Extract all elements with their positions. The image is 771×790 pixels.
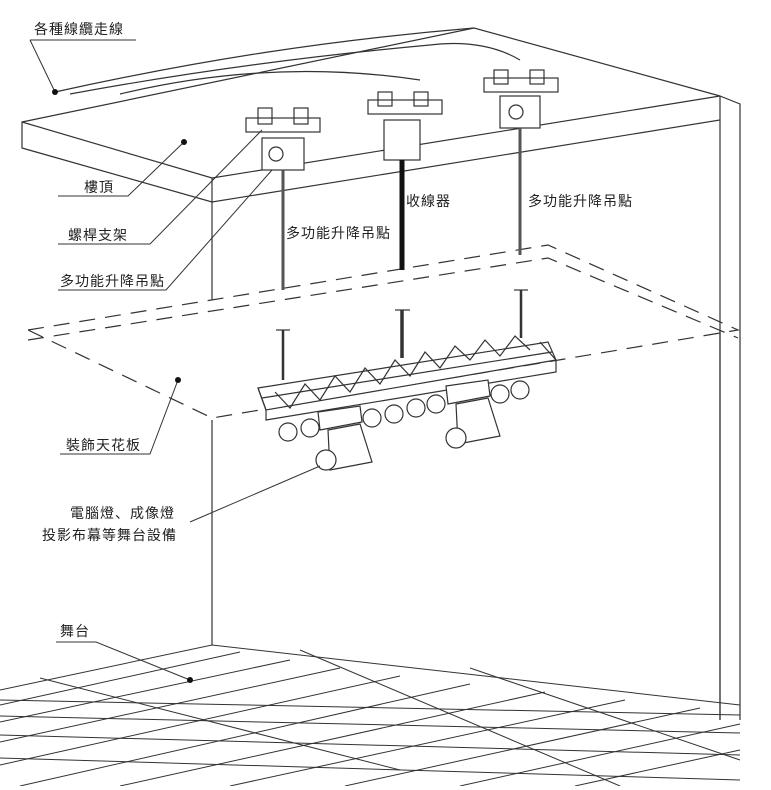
decorative-ceiling [26, 244, 741, 419]
reel-unit [367, 91, 443, 270]
label-reel: 收線器 [406, 194, 451, 210]
label-roof: 樓頂 [84, 180, 114, 196]
leader-lines [29, 39, 321, 681]
label-bracket: 螺桿支架 [68, 228, 128, 244]
par-lights [278, 380, 530, 442]
lighting-truss [257, 335, 557, 421]
label-hoist-mid: 多功能升降吊點 [286, 226, 391, 242]
roof-slab [21, 27, 721, 203]
drop-rods [276, 289, 528, 380]
label-hoist-left: 多功能升降吊點 [60, 274, 165, 290]
label-equipment-line1: 電腦燈、成像燈 [70, 506, 175, 522]
label-stage: 舞台 [60, 624, 90, 640]
label-equipment-line2: 投影布幕等舞台設備 [42, 528, 177, 544]
callout-dots [52, 89, 193, 683]
cable-routing-lines [54, 27, 521, 95]
label-cable-routing: 各種線纜走線 [34, 22, 124, 38]
moving-head-right [445, 379, 501, 449]
room-walls [211, 95, 741, 720]
hoist-unit-left [245, 107, 321, 290]
label-hoist-right: 多功能升降吊點 [528, 194, 633, 210]
moving-head-left [315, 405, 373, 471]
stage-floor-grid [0, 644, 741, 787]
hoist-unit-right [483, 69, 559, 255]
label-ceiling: 裝飾天花板 [66, 438, 141, 454]
